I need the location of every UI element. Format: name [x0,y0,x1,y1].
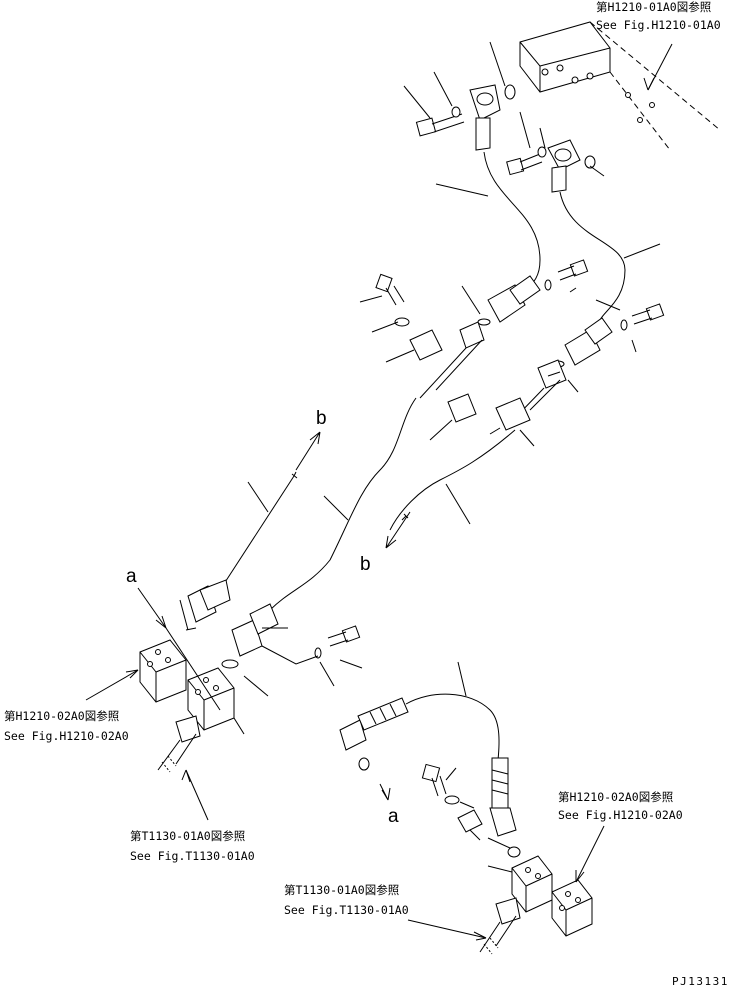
valve-block-lower-right-1 [511,855,553,913]
tube-right [389,429,516,531]
ref-left-jp: 第H1210-02A0図参照 [4,709,119,723]
hose-fitting-right-lower [489,757,517,837]
elbow-flange-upper-right [547,139,581,193]
connection-label-a-upper: a [126,566,137,587]
valve-block-lower-left-1 [139,639,187,703]
part-number: PJ13131 [672,975,729,988]
o-ring-top-2 [584,155,596,169]
o-ring-right-1 [358,757,370,771]
hose-fitting-right-upper [339,697,409,751]
split-flange-right [457,809,483,833]
ref-bottom-left-en: See Fig.T1130-01A0 [130,849,255,863]
o-ring-top-1 [504,84,516,100]
elbow-flange-upper-left [469,84,501,151]
hose-right [405,693,500,761]
ref-right-en: See Fig.H1210-02A0 [558,808,683,822]
bolt-right [421,763,460,805]
arrow-b-lower [385,511,411,549]
connection-label-b-lower: b [360,554,371,575]
bolt-mid-3 [375,273,410,327]
pipe-center-left [409,321,485,423]
bolt-mid-1 [544,259,589,291]
o-ring-mid-1 [477,318,491,326]
connection-label-a-lower: a [388,806,399,827]
ref-right-jp: 第H1210-02A0図参照 [558,790,673,804]
tube-left [269,397,417,611]
t-fitting-lower-right [479,897,521,955]
hose-upper-right [559,191,626,321]
bolt-top-2 [506,146,547,176]
pipe-center-right [495,359,567,431]
t-fitting-lower-left [157,715,201,773]
ref-left-en: See Fig.H1210-02A0 [4,729,129,743]
o-ring-right-2 [507,846,521,858]
flange-lower-left-1 [187,579,231,623]
arrow-b-upper [295,431,321,471]
o-ring-lower-left [221,659,239,669]
valve-block-lower-right-2 [551,879,593,937]
arrow-a-upper [137,587,167,629]
connection-label-b-upper: b [316,408,327,429]
ref-bottom-jp: 第T1130-01A0図参照 [284,883,399,897]
split-flange-mid-right [564,317,613,366]
ref-bottom-en: See Fig.T1130-01A0 [284,903,409,917]
bolt-lower-left [314,625,361,659]
ref-top-right-jp: 第H1210-01A0図参照 [596,0,711,14]
valve-block-lower-left-2 [187,667,235,731]
bolt-mid-2 [620,303,665,331]
bolt-top-1 [415,106,465,137]
ref-top-right-en: See Fig.H1210-01A0 [596,18,721,32]
valve-block-top [519,21,721,151]
split-flange-mid-left [487,275,541,323]
flange-lower-left-2 [231,603,279,657]
ref-bottom-left-jp: 第T1130-01A0図参照 [130,829,245,843]
